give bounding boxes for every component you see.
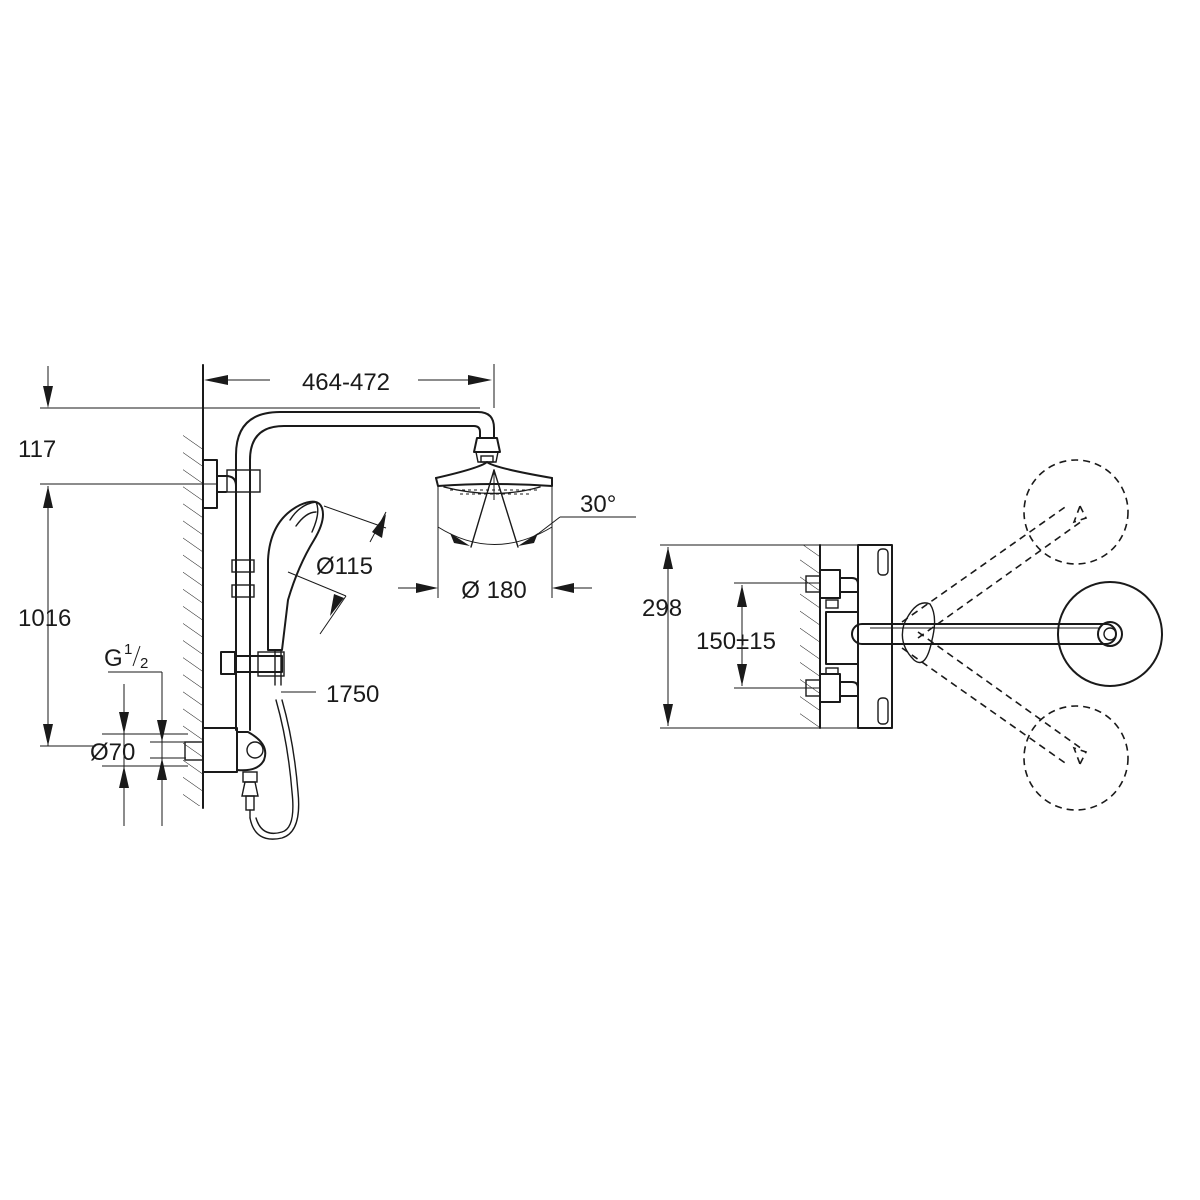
dim-head-height: 117 bbox=[18, 366, 216, 485]
slider-holder bbox=[220, 651, 285, 677]
dim-flange-label: Ø70 bbox=[90, 739, 135, 766]
dim-hose-length: 1750 bbox=[281, 681, 379, 708]
dim-mixer-width-label: 298 bbox=[642, 595, 682, 622]
thermostat-body bbox=[825, 544, 893, 729]
plan-view: 298 150±15 bbox=[642, 459, 1163, 811]
dim-thread-main: G bbox=[104, 645, 123, 672]
dim-head-height-label: 117 bbox=[18, 436, 56, 463]
dim-thread-num: 1 bbox=[124, 641, 132, 658]
dim-tilt-angle-label: 30° bbox=[580, 491, 616, 518]
wall-bracket bbox=[202, 459, 261, 509]
dim-hose-length-label: 1750 bbox=[326, 681, 379, 708]
dim-total-height-label: 1016 bbox=[18, 605, 71, 632]
riser-rail bbox=[235, 411, 501, 731]
dim-connection-centres: 150±15 bbox=[696, 582, 820, 689]
dim-thread-fraction-slash bbox=[132, 645, 141, 667]
dim-width: 464-472 bbox=[202, 364, 495, 408]
dim-head-shower: Ø 180 bbox=[398, 577, 592, 604]
dim-width-label: 464-472 bbox=[302, 369, 390, 396]
right-wall bbox=[800, 544, 821, 730]
dim-connection-centres-label: 150±15 bbox=[696, 628, 776, 655]
dim-hand-shower: Ø115 bbox=[287, 505, 387, 635]
dim-flange: Ø70 bbox=[90, 684, 188, 826]
dim-tilt-angle: 30° bbox=[437, 491, 636, 546]
dim-thread-den: 2 bbox=[140, 655, 148, 672]
hand-shower bbox=[267, 500, 324, 686]
elevation-view: 464-472 117 1016 Ø70 bbox=[18, 364, 636, 840]
rail-sleeves bbox=[231, 559, 255, 598]
dim-hand-shower-label: Ø115 bbox=[316, 553, 373, 580]
head-plan-center bbox=[1057, 581, 1163, 687]
head-shower bbox=[435, 461, 553, 598]
dim-total-height: 1016 bbox=[18, 486, 96, 747]
shower-hose bbox=[249, 699, 300, 840]
dim-mixer-width: 298 bbox=[642, 544, 892, 729]
diverter bbox=[184, 727, 267, 819]
dim-head-shower-label: Ø 180 bbox=[461, 577, 526, 604]
swing-positions bbox=[901, 459, 1129, 811]
dim-thread: G 1 2 bbox=[104, 641, 186, 826]
